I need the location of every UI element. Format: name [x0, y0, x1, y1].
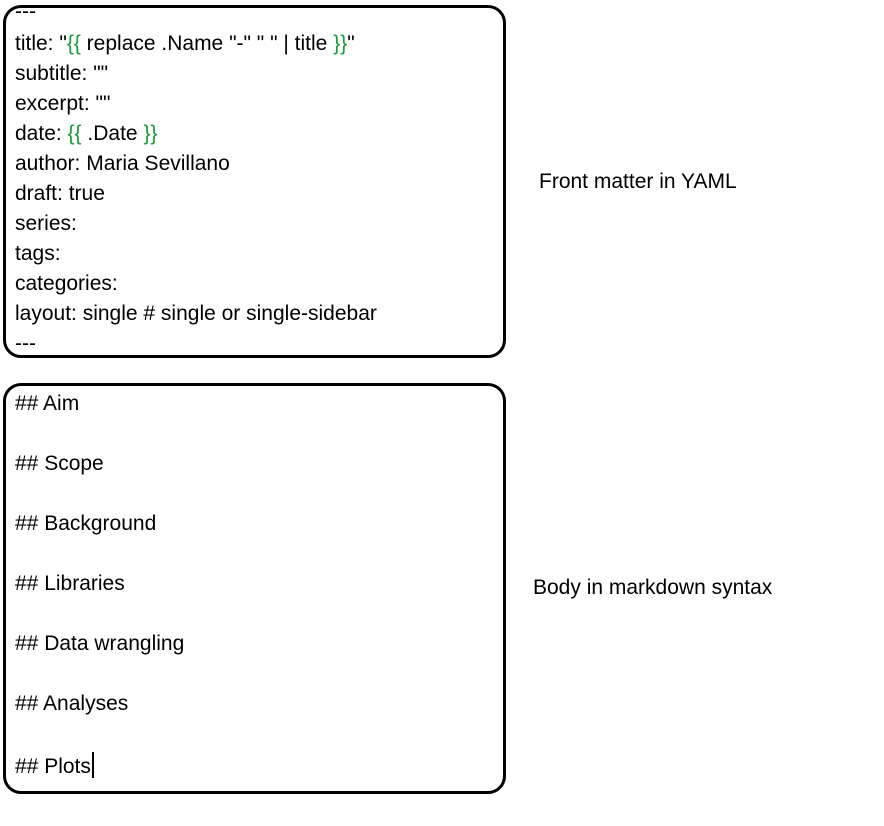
- front-matter-caption: Front matter in YAML: [539, 170, 737, 193]
- heading-aim: ## Aim: [15, 392, 80, 415]
- yaml-open-delimiter: ---: [15, 5, 36, 23]
- yaml-subtitle-line: subtitle: "": [15, 62, 109, 85]
- heading-plots-line[interactable]: ## Plots: [15, 752, 94, 779]
- yaml-title-brace-close: }}: [333, 32, 348, 55]
- yaml-draft-line: draft: true: [15, 182, 105, 205]
- yaml-title-brace-open: {{: [66, 32, 81, 55]
- yaml-title-line: title: "{{ replace .Name "-" " " | title…: [15, 32, 355, 56]
- yaml-date-brace-open: {{: [67, 122, 82, 145]
- heading-plots: ## Plots: [15, 755, 91, 778]
- yaml-tags-line: tags:: [15, 242, 61, 265]
- yaml-date-expr: .Date: [81, 122, 144, 145]
- heading-scope: ## Scope: [15, 452, 104, 475]
- heading-libraries: ## Libraries: [15, 572, 125, 595]
- text-cursor: [91, 752, 94, 778]
- yaml-close-delimiter: ---: [15, 332, 36, 355]
- heading-analyses: ## Analyses: [15, 692, 129, 715]
- body-caption: Body in markdown syntax: [533, 576, 773, 599]
- markdown-body-box: ## Aim ## Scope ## Background ## Librari…: [3, 383, 506, 794]
- yaml-date-line: date: {{ .Date }}: [15, 122, 157, 146]
- yaml-title-key: title: ": [15, 32, 67, 55]
- yaml-layout-line: layout: single # single or single-sideba…: [15, 302, 377, 325]
- yaml-date-key: date:: [15, 122, 68, 145]
- yaml-categories-line: categories:: [15, 272, 118, 295]
- yaml-title-expr: replace .Name "-" " " | title: [80, 32, 334, 55]
- yaml-title-end: ": [347, 32, 355, 55]
- yaml-date-brace-close: }}: [143, 122, 158, 145]
- yaml-excerpt-line: excerpt: "": [15, 92, 111, 115]
- yaml-author-line: author: Maria Sevillano: [15, 152, 230, 175]
- front-matter-box: --- title: "{{ replace .Name "-" " " | t…: [3, 5, 506, 358]
- yaml-series-line: series:: [15, 212, 77, 235]
- heading-background: ## Background: [15, 512, 157, 535]
- heading-data-wrangling: ## Data wrangling: [15, 632, 185, 655]
